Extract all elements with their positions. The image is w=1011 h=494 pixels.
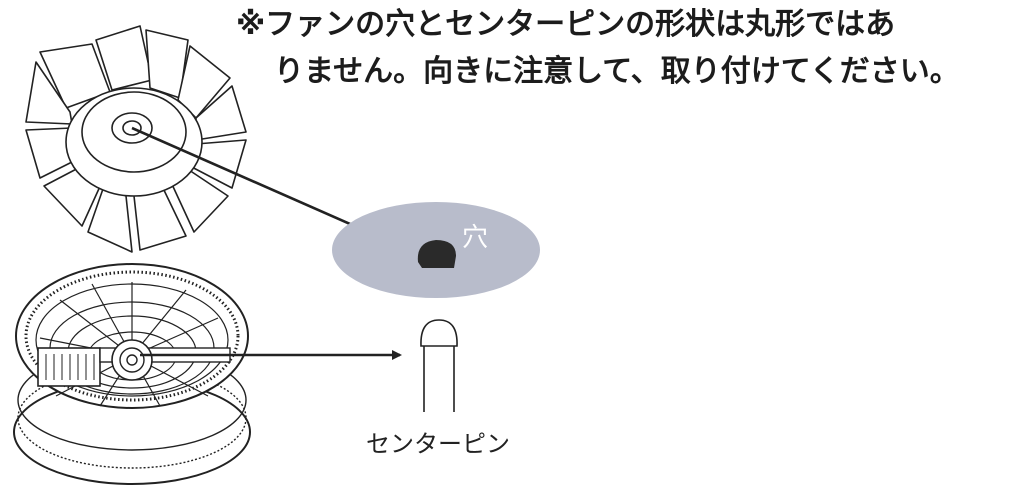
notice-line-1: ※ファンの穴とセンターピンの形状は丸形ではあ [236,7,896,42]
center-pin-icon [420,319,458,412]
center-pin-label: センターピン [366,430,510,458]
base-unit-illustration [13,263,251,485]
notice-line-2: りません。向きに注意して、取り付けてください。 [274,54,960,89]
hole-label: 穴 [462,223,488,253]
hole-icon [417,240,456,268]
fan-illustration [25,25,247,253]
